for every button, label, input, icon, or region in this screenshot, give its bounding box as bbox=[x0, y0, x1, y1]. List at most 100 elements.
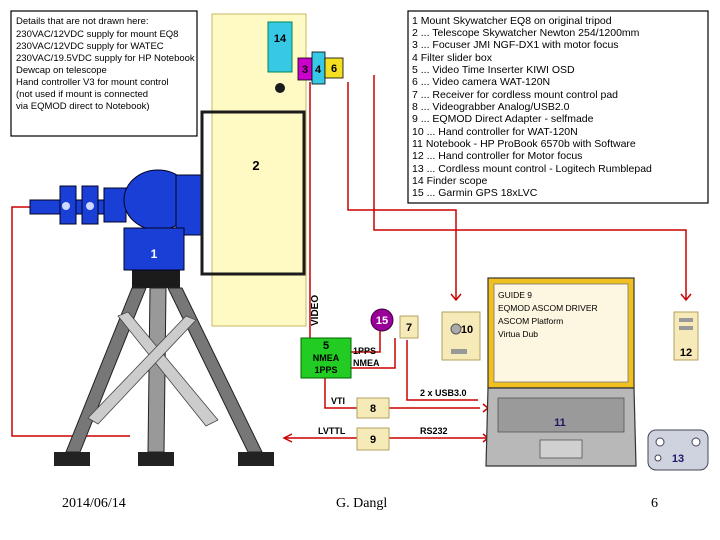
mount-knob-1 bbox=[86, 202, 94, 210]
rumblepad: 13 bbox=[647, 429, 709, 471]
gps-receiver: 15 bbox=[370, 308, 394, 332]
tripod-foot-left bbox=[54, 452, 90, 466]
finder-eyepiece bbox=[275, 83, 285, 93]
cable-1pps bbox=[350, 330, 381, 353]
finder-number: 14 bbox=[274, 33, 287, 45]
filter-number: 4 bbox=[315, 64, 322, 76]
notebook-number: 11 bbox=[554, 417, 566, 429]
gps-disc bbox=[370, 308, 394, 332]
label-1pps: 1PPS bbox=[353, 346, 376, 356]
kiwi-1pps: 1PPS bbox=[314, 365, 337, 375]
eqmod-number: 9 bbox=[370, 434, 376, 446]
cable-camera-control bbox=[347, 82, 457, 300]
focuser-camera-group: 3 4 6 bbox=[297, 51, 344, 85]
grabber-box bbox=[356, 397, 390, 419]
rumblepad-dpad bbox=[654, 454, 662, 462]
cable-nmea bbox=[350, 338, 396, 369]
controller-12-button-1 bbox=[679, 318, 693, 322]
legend-line-9: 9 ... EQMOD Direct Adapter - selfmade bbox=[412, 113, 594, 125]
videograbber: 8 bbox=[356, 397, 390, 419]
notebook-touchpad bbox=[539, 439, 583, 459]
legend-line-8: 8 ... Videograbber Analog/USB2.0 bbox=[412, 101, 570, 113]
notes-line-5: Dewcap on telescope bbox=[16, 65, 107, 76]
legend-line-13: 13 ... Cordless mount control - Logitech… bbox=[412, 163, 652, 175]
legend-box: 1 Mount Skywatcher EQ8 on original tripo… bbox=[407, 10, 709, 204]
cable-focus bbox=[373, 75, 687, 300]
label-rs232: RS232 bbox=[420, 426, 448, 436]
label-lvttl: LVTTL bbox=[318, 426, 346, 436]
cable-receiver-usb bbox=[406, 340, 478, 401]
tripod-foot-right bbox=[238, 452, 274, 466]
legend-line-3: 3 ... Focuser JMI NGF-DX1 with motor foc… bbox=[412, 39, 619, 51]
legend-line-10: 10 ... Hand controller for WAT-120N bbox=[412, 126, 578, 138]
receiver-box bbox=[399, 315, 419, 339]
legend-line-2: 2 ... Telescope Skywatcher Newton 254/12… bbox=[412, 27, 640, 39]
legend-line-14: 14 Finder scope bbox=[412, 175, 487, 187]
mount-eq8: 1 bbox=[29, 169, 203, 271]
controller-12-number: 12 bbox=[680, 347, 692, 359]
dec-housing bbox=[175, 174, 203, 236]
mount-base bbox=[123, 227, 185, 271]
notes-line-4: 230VAC/19.5VDC supply for HP Notebook bbox=[16, 53, 195, 64]
rumblepad-stick-left bbox=[655, 437, 665, 447]
screen-line-1: GUIDE 9 bbox=[498, 290, 532, 300]
notes-line-6: Hand controller V3 for mount control bbox=[16, 77, 169, 88]
gps-number: 15 bbox=[376, 315, 388, 327]
notes-line-7: (not used if mount is connected bbox=[16, 89, 148, 100]
focus-hand-controller: 12 bbox=[673, 311, 699, 361]
controller-10-slot bbox=[451, 349, 467, 354]
receiver: 7 bbox=[399, 315, 419, 339]
notes-line-3: 230VAC/12VDC supply for WATEC bbox=[16, 41, 164, 52]
cable-lvttl-arrow bbox=[282, 433, 293, 443]
kiwi-nmea: NMEA bbox=[313, 353, 340, 363]
notes-box: Details that are not drawn here: 230VAC/… bbox=[10, 10, 198, 137]
notebook-screen bbox=[493, 283, 629, 383]
tripod bbox=[54, 268, 274, 466]
notebook-keyboard bbox=[497, 397, 625, 433]
legend-line-4: 4 Filter slider box bbox=[412, 52, 493, 64]
camera-body bbox=[324, 57, 344, 79]
tripod-foot-middle bbox=[138, 452, 174, 466]
kiwi-number: 5 bbox=[323, 340, 329, 352]
receiver-number: 7 bbox=[406, 322, 412, 334]
notes-line-2: 230VAC/12VDC supply for mount EQ8 bbox=[16, 29, 178, 40]
screen-line-4: Virtua Dub bbox=[498, 329, 538, 339]
controller-10-knob bbox=[450, 323, 462, 335]
controller-10-number: 10 bbox=[461, 324, 473, 336]
eqmod-adapter: 9 bbox=[356, 427, 390, 451]
counterweight-3 bbox=[103, 187, 127, 223]
tripod-head bbox=[132, 268, 180, 288]
legend-line-11: 11 Notebook - HP ProBook 6570b with Soft… bbox=[412, 138, 636, 150]
legend-line-6: 6 ... Video camera WAT-120N bbox=[412, 76, 550, 88]
finder-body bbox=[267, 21, 293, 73]
cable-vti bbox=[324, 377, 357, 409]
screen-line-3: ASCOM Platform bbox=[498, 316, 563, 326]
label-nmea: NMEA bbox=[353, 358, 380, 368]
camera-number: 6 bbox=[331, 63, 337, 75]
eqmod-box bbox=[356, 427, 390, 451]
legend-line-15: 15 ... Garmin GPS 18xLVC bbox=[412, 187, 538, 199]
tube-rings bbox=[200, 110, 306, 276]
notes-line-8: via EQMOD direct to Notebook) bbox=[16, 101, 150, 112]
mount-knob-2 bbox=[62, 202, 70, 210]
footer-page-number: 6 bbox=[651, 496, 658, 511]
notebook: GUIDE 9 EQMOD ASCOM DRIVER ASCOM Platfor… bbox=[485, 277, 637, 467]
rumblepad-number: 13 bbox=[672, 453, 684, 465]
footer-author: G. Dangl bbox=[336, 496, 388, 511]
tripod-brace-left bbox=[87, 315, 197, 425]
kiwi-osd: 5 NMEA 1PPS bbox=[300, 337, 352, 379]
notes-line-1: Details that are not drawn here: bbox=[16, 16, 149, 27]
controller-12-button-2 bbox=[679, 326, 693, 330]
footer-date: 2014/06/14 bbox=[62, 496, 126, 511]
rumblepad-stick-right bbox=[691, 437, 701, 447]
screen-line-2: EQMOD ASCOM DRIVER bbox=[498, 303, 598, 313]
label-vti: VTI bbox=[331, 396, 345, 406]
kiwi-box bbox=[300, 337, 352, 379]
finder-scope: 14 bbox=[267, 21, 293, 93]
legend-line-5: 5 ... Video Time Inserter KIWI OSD bbox=[412, 64, 575, 76]
arrow-controller-12 bbox=[680, 293, 692, 302]
tube-number: 2 bbox=[252, 158, 259, 173]
arrow-controller-10 bbox=[450, 293, 462, 302]
legend-line-12: 12 ... Hand controller for Motor focus bbox=[412, 150, 582, 162]
